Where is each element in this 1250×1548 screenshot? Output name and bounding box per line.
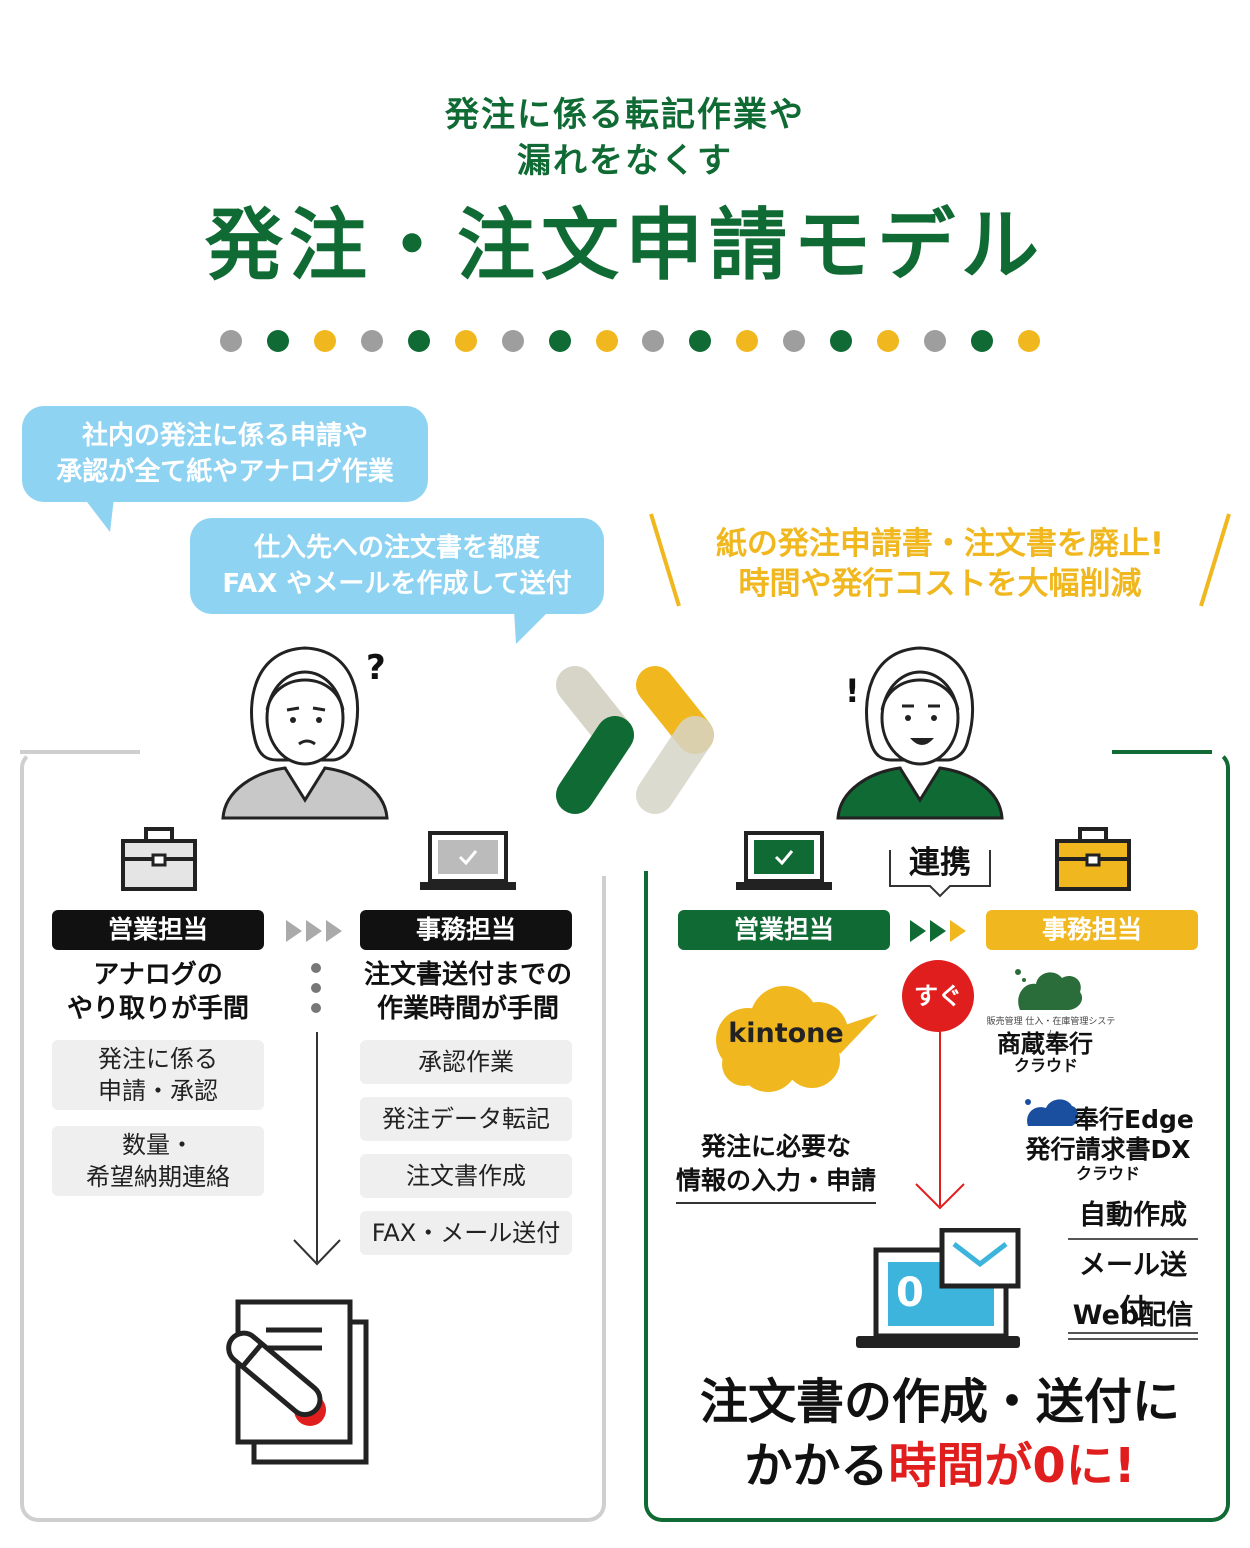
- red-down-arrow-icon: [915, 1030, 965, 1210]
- subtitle-line-1: 発注に係る転記作業や: [445, 95, 805, 135]
- kintone-cloud-icon: [716, 986, 878, 1092]
- divider-dot: [548, 330, 571, 352]
- sales-task-2-line-2: 希望納期連絡: [86, 1163, 230, 1191]
- subtitle-line-2: 漏れをなくす: [517, 141, 733, 181]
- triple-arrow-green-icon: [910, 920, 966, 942]
- office-task-2: 発注データ転記: [360, 1097, 572, 1141]
- bubble1-line-2: 承認が全て紙やアナログ作業: [56, 457, 394, 487]
- bubble2-tail: [514, 610, 550, 644]
- office-task-3: 注文書作成: [360, 1154, 572, 1198]
- feature-auto-create: 自動作成: [1068, 1194, 1198, 1240]
- screen-zero: 0: [896, 1270, 924, 1316]
- sales-heading-line-1: アナログの: [93, 960, 223, 990]
- divider-dot: [501, 330, 524, 352]
- laptop-mail-icon: [856, 1228, 1021, 1348]
- feature-web-deliver: Web配信: [1068, 1294, 1198, 1340]
- shouzou-name: 商蔵奉行: [997, 1030, 1093, 1058]
- office-task-4: FAX・メール送付: [360, 1211, 572, 1255]
- sales-heading-line-2: やり取りが手間: [66, 994, 249, 1024]
- sales-task-1-line-2: 申請・承認: [98, 1077, 218, 1105]
- laptop-check-icon: [736, 831, 832, 890]
- divider-dot: [266, 330, 289, 352]
- happy-person-icon: [836, 646, 1004, 820]
- divider-dot: [454, 330, 477, 352]
- final-line-2-highlight: 時間が0に!: [888, 1438, 1136, 1494]
- after-sales-label: 営業担当: [678, 910, 890, 950]
- edge-cloud: クラウド: [1075, 1164, 1140, 1183]
- office-heading-line-2: 作業時間が手間: [376, 994, 559, 1024]
- dot-divider: [220, 330, 1040, 354]
- divider-dot: [1017, 330, 1040, 352]
- claim-slash-right: [1199, 513, 1231, 607]
- office-heading-line-1: 注文書送付までの: [363, 960, 572, 990]
- briefcase-yellow-icon: [1055, 827, 1131, 891]
- triple-arrow-icon: [286, 920, 342, 942]
- divider-dot: [407, 330, 430, 352]
- divider-dot: [830, 330, 853, 352]
- vertical-dots-icon: [311, 963, 321, 1013]
- divider-dot: [360, 330, 383, 352]
- divider-dot: [736, 330, 759, 352]
- divider-dot: [642, 330, 665, 352]
- edge-logo-icon: [1025, 1099, 1078, 1126]
- input-request-label: 発注に必要な 情報の入力・申請: [676, 1130, 876, 1204]
- after-panel: [644, 750, 1230, 1522]
- subtitle: 発注に係る転記作業や 漏れをなくす: [0, 92, 1250, 184]
- shouzou-logo-icon: [1015, 969, 1083, 1010]
- shouzou-cloud: クラウド: [1013, 1056, 1078, 1075]
- before-office-label: 事務担当: [360, 910, 572, 950]
- page-title: 発注・注文申請モデル: [204, 201, 1045, 291]
- feature-mail-send: メール送付: [1068, 1244, 1198, 1334]
- exclamation-mark: !: [845, 672, 860, 710]
- divider-dot: [783, 330, 806, 352]
- link-bracket: [889, 850, 991, 898]
- input-line-2: 情報の入力・申請: [676, 1166, 877, 1195]
- benefit-claim: 紙の発注申請書・注文書を廃止! 時間や発行コストを大幅削減: [680, 524, 1200, 604]
- claim-line-1: 紙の発注申請書・注文書を廃止!: [715, 526, 1165, 562]
- shouzou-small-caption: 販売管理 仕入・在庫管理システム: [986, 1017, 1116, 1040]
- sales-task-1: 発注に係る 申請・承認: [52, 1040, 264, 1110]
- before-sales-label: 営業担当: [52, 910, 264, 950]
- question-mark: ?: [366, 648, 386, 688]
- speech-bubble-fax-mail: 仕入先への注文書を都度 FAX やメールを作成して送付: [190, 518, 604, 614]
- final-line-1: 注文書の作成・送付に: [699, 1374, 1180, 1430]
- confused-person-icon: [221, 646, 389, 820]
- divider-dot: [313, 330, 336, 352]
- before-panel: [20, 750, 606, 1522]
- bubble1-line-1: 社内の発注に係る申請や: [81, 421, 368, 451]
- bubble1-tail: [84, 498, 114, 532]
- sugu-badge: すぐ: [902, 960, 974, 1032]
- link-label: 連携: [909, 845, 971, 881]
- after-office-label: 事務担当: [986, 910, 1198, 950]
- before-sales-heading: アナログの やり取りが手間: [40, 958, 276, 1026]
- office-task-1: 承認作業: [360, 1040, 572, 1084]
- sales-task-2-line-1: 数量・: [122, 1131, 194, 1159]
- edge-line-1: 奉行Edge: [1074, 1105, 1194, 1134]
- final-line-2-prefix: かかる: [744, 1438, 889, 1494]
- divider-dot: [689, 330, 712, 352]
- briefcase-icon: [121, 827, 197, 891]
- bubble2-line-1: 仕入先への注文書を都度: [253, 533, 540, 563]
- claim-slash-left: [649, 513, 681, 607]
- final-message: 注文書の作成・送付に かかる時間が0に!: [660, 1370, 1220, 1498]
- speech-bubble-paper-work: 社内の発注に係る申請や 承認が全て紙やアナログ作業: [22, 406, 428, 502]
- down-arrow-icon: [293, 1032, 341, 1266]
- paper-document-icon: [226, 1299, 369, 1465]
- divider-dot: [971, 330, 993, 352]
- laptop-icon: [420, 831, 516, 890]
- divider-dot: [220, 330, 242, 352]
- divider-dot: [924, 330, 947, 352]
- kintone-logo-text: kintone: [728, 1018, 844, 1049]
- bubble2-line-2: FAX やメールを作成して送付: [222, 569, 572, 599]
- sales-task-1-line-1: 発注に係る: [98, 1045, 218, 1073]
- before-office-heading: 注文書送付までの 作業時間が手間: [350, 958, 586, 1026]
- claim-line-2: 時間や発行コストを大幅削減: [738, 566, 1142, 602]
- input-line-1: 発注に必要な: [700, 1132, 851, 1161]
- final-line-2: かかる時間が0に!: [660, 1434, 1220, 1498]
- chevron-arrow-icon: [556, 666, 714, 814]
- sales-task-2: 数量・ 希望納期連絡: [52, 1126, 264, 1196]
- edge-line-2: 発行請求書DX: [1025, 1135, 1191, 1164]
- divider-dot: [877, 330, 900, 352]
- divider-dot: [595, 330, 618, 352]
